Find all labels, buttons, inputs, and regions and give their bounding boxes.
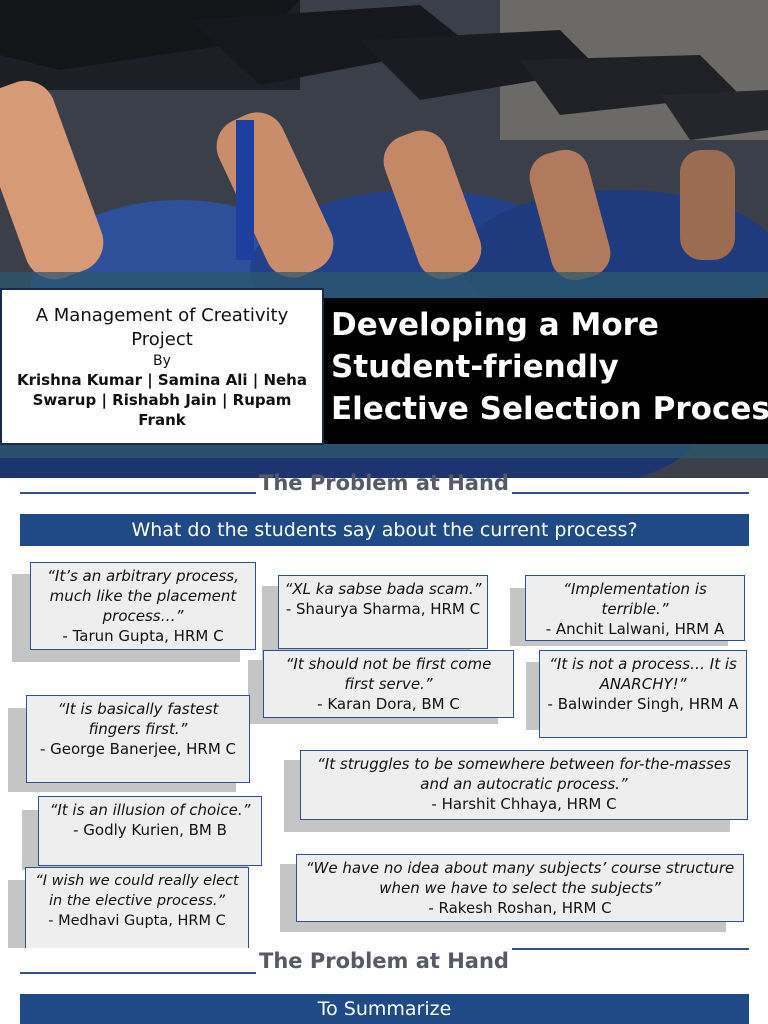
by-label: By xyxy=(153,353,171,369)
slide-title: Developing a More Student-friendly Elect… xyxy=(331,307,768,427)
section-banner: To Summarize xyxy=(20,994,749,1024)
quote-text: “It’s an arbitrary process, much like th… xyxy=(47,567,239,625)
quote-text: “It is basically fastest fingers first.” xyxy=(57,700,219,738)
quote-card: “It is an illusion of choice.” - Godly K… xyxy=(38,796,262,866)
quote-author: - Medhavi Gupta, HRM C xyxy=(48,913,226,929)
title-slide: Developing a More Student-friendly Elect… xyxy=(0,0,768,478)
slide-heading: The Problem at Hand xyxy=(259,950,509,973)
quote-author: - Tarun Gupta, HRM C xyxy=(62,627,224,645)
quote-card: “Implementation is terrible.” - Anchit L… xyxy=(525,575,745,641)
quote-text: “It is not a process… It is ANARCHY!” xyxy=(549,655,737,693)
accent-band xyxy=(0,444,768,458)
quote-card: “We have no idea about many subjects’ co… xyxy=(296,854,744,922)
quote-card: “It is basically fastest fingers first.”… xyxy=(26,695,250,783)
quote-text: “It should not be first come first serve… xyxy=(285,655,492,693)
quote-text: “It struggles to be somewhere between fo… xyxy=(317,755,731,793)
quote-author: - Harshit Chhaya, HRM C xyxy=(431,795,617,813)
quote-card: “It’s an arbitrary process, much like th… xyxy=(30,562,256,650)
heading-rule xyxy=(512,492,749,494)
slide-heading: The Problem at Hand xyxy=(259,472,509,495)
quote-author: - Godly Kurien, BM B xyxy=(73,821,227,839)
project-info-box: A Management of Creativity Project By Kr… xyxy=(0,288,324,445)
quote-text: “It is an illusion of choice.” xyxy=(49,801,251,819)
quote-card: “It struggles to be somewhere between fo… xyxy=(300,750,748,820)
quote-card: “XL ka sabse bada scam.” - Shaurya Sharm… xyxy=(278,575,488,649)
quote-card: “It is not a process… It is ANARCHY!” - … xyxy=(539,650,747,738)
quote-text: “We have no idea about many subjects’ co… xyxy=(305,859,735,897)
quote-card: “I wish we could really elect in the ele… xyxy=(25,867,249,956)
quote-author: - Balwinder Singh, HRM A xyxy=(547,695,739,713)
quote-author: - George Banerjee, HRM C xyxy=(39,740,237,758)
quote-text: “Implementation is terrible.” xyxy=(563,580,707,618)
heading-rule xyxy=(20,972,256,974)
heading-rule xyxy=(20,492,256,494)
quote-author: - Karan Dora, BM C xyxy=(317,695,460,713)
student-quotes-slide: The Problem at Hand What do the students… xyxy=(0,472,768,956)
quote-text: “I wish we could really elect in the ele… xyxy=(35,873,239,909)
section-banner: What do the students say about the curre… xyxy=(20,514,749,546)
title-bar: Developing a More Student-friendly Elect… xyxy=(322,298,768,444)
quote-card: “It should not be first come first serve… xyxy=(263,650,514,718)
heading-rule xyxy=(512,948,749,950)
quote-author: - Shaurya Sharma, HRM C xyxy=(285,600,481,618)
project-label: A Management of Creativity Project xyxy=(35,305,289,350)
author-list: Krishna Kumar | Samina Ali | Neha Swarup… xyxy=(17,371,307,429)
quote-text: “XL ka sabse bada scam.” xyxy=(284,580,482,598)
quote-author: - Anchit Lalwani, HRM A xyxy=(545,620,725,638)
summary-slide: The Problem at Hand To Summarize xyxy=(0,948,768,1024)
quote-author: - Rakesh Roshan, HRM C xyxy=(428,899,612,917)
